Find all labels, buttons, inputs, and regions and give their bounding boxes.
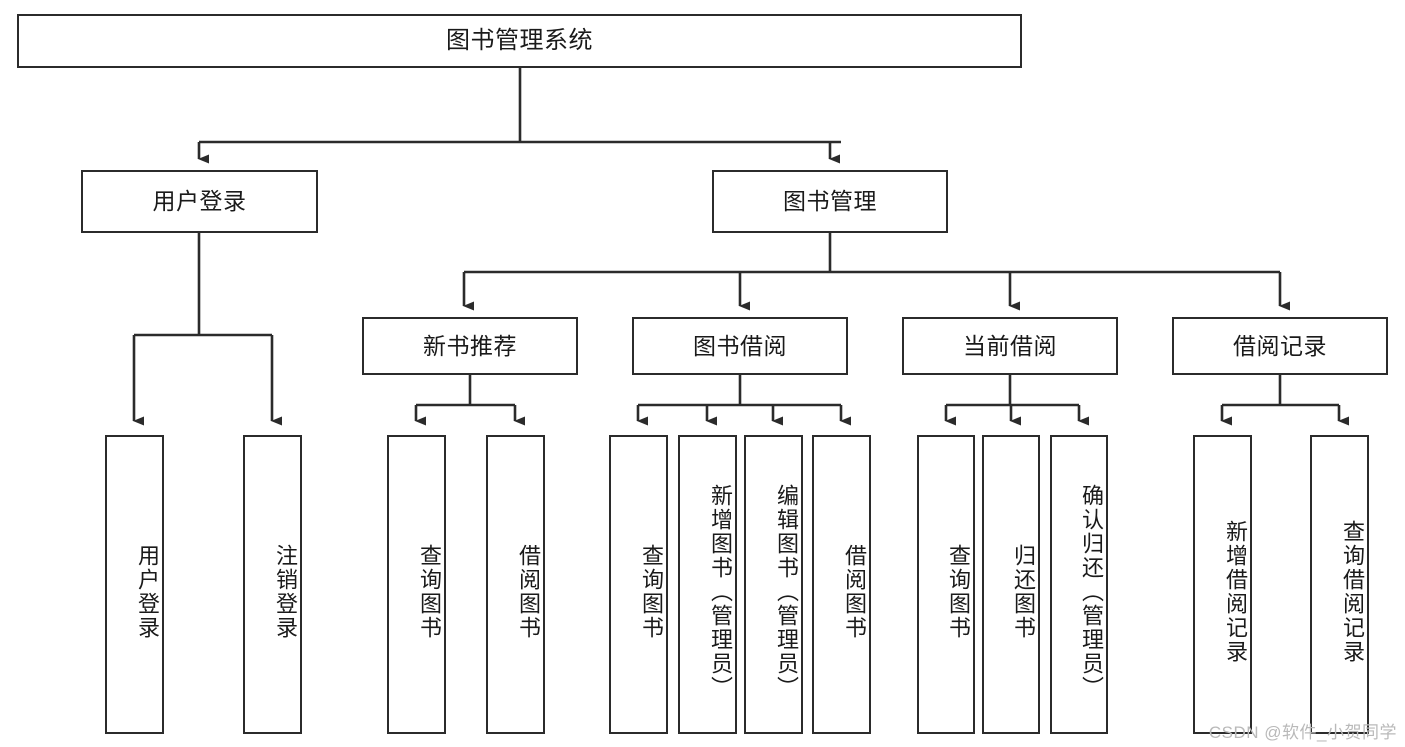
node-book-manage-label: 图书管理 xyxy=(783,188,877,215)
node-leaf-logout[interactable]: 注销登录 xyxy=(243,435,302,734)
node-new-book-rec-label: 新书推荐 xyxy=(423,332,517,359)
node-user-login[interactable]: 用户登录 xyxy=(81,170,318,233)
node-leaf-query-record[interactable]: 查询借阅记录 xyxy=(1310,435,1369,734)
node-user-login-label: 用户登录 xyxy=(152,188,247,215)
node-leaf-edit-book-label: 编辑图书（管理员） xyxy=(774,483,799,700)
node-leaf-add-book[interactable]: 新增图书（管理员） xyxy=(678,435,737,734)
node-leaf-query-book-1-label: 查询图书 xyxy=(417,543,442,640)
node-leaf-query-book-1[interactable]: 查询图书 xyxy=(387,435,446,734)
node-leaf-query-book-3[interactable]: 查询图书 xyxy=(917,435,975,734)
node-leaf-add-record-label: 新增借阅记录 xyxy=(1223,519,1248,664)
node-leaf-logout-label: 注销登录 xyxy=(273,543,298,640)
node-borrow-record[interactable]: 借阅记录 xyxy=(1172,317,1388,375)
node-new-book-rec[interactable]: 新书推荐 xyxy=(362,317,578,375)
node-book-borrow[interactable]: 图书借阅 xyxy=(632,317,848,375)
node-leaf-return-book[interactable]: 归还图书 xyxy=(982,435,1040,734)
node-leaf-add-record[interactable]: 新增借阅记录 xyxy=(1193,435,1252,734)
node-leaf-user-login-label: 用户登录 xyxy=(135,543,160,640)
node-leaf-query-book-3-label: 查询图书 xyxy=(946,543,971,640)
node-root[interactable]: 图书管理系统 xyxy=(17,14,1022,68)
node-book-manage[interactable]: 图书管理 xyxy=(712,170,948,233)
node-leaf-borrow-book-1[interactable]: 借阅图书 xyxy=(486,435,545,734)
node-leaf-confirm-return[interactable]: 确认归还（管理员） xyxy=(1050,435,1108,734)
watermark-csdn: CSDN @软件_小贺同学 xyxy=(1208,723,1397,742)
node-leaf-user-login[interactable]: 用户登录 xyxy=(105,435,164,734)
node-root-label: 图书管理系统 xyxy=(446,27,593,55)
node-borrow-record-label: 借阅记录 xyxy=(1233,332,1327,359)
node-book-borrow-label: 图书借阅 xyxy=(693,332,787,359)
node-leaf-confirm-return-label: 确认归还（管理员） xyxy=(1079,483,1104,700)
node-leaf-borrow-book-2-label: 借阅图书 xyxy=(842,543,867,640)
node-leaf-borrow-book-1-label: 借阅图书 xyxy=(516,543,541,640)
node-leaf-return-book-label: 归还图书 xyxy=(1011,543,1036,640)
node-current-borrow-label: 当前借阅 xyxy=(963,332,1057,359)
node-leaf-borrow-book-2[interactable]: 借阅图书 xyxy=(812,435,871,734)
node-leaf-add-book-label: 新增图书（管理员） xyxy=(708,483,733,700)
node-current-borrow[interactable]: 当前借阅 xyxy=(902,317,1118,375)
node-leaf-query-book-2-label: 查询图书 xyxy=(639,543,664,640)
node-leaf-query-book-2[interactable]: 查询图书 xyxy=(609,435,668,734)
node-leaf-query-record-label: 查询借阅记录 xyxy=(1340,519,1365,664)
node-leaf-edit-book[interactable]: 编辑图书（管理员） xyxy=(744,435,803,734)
